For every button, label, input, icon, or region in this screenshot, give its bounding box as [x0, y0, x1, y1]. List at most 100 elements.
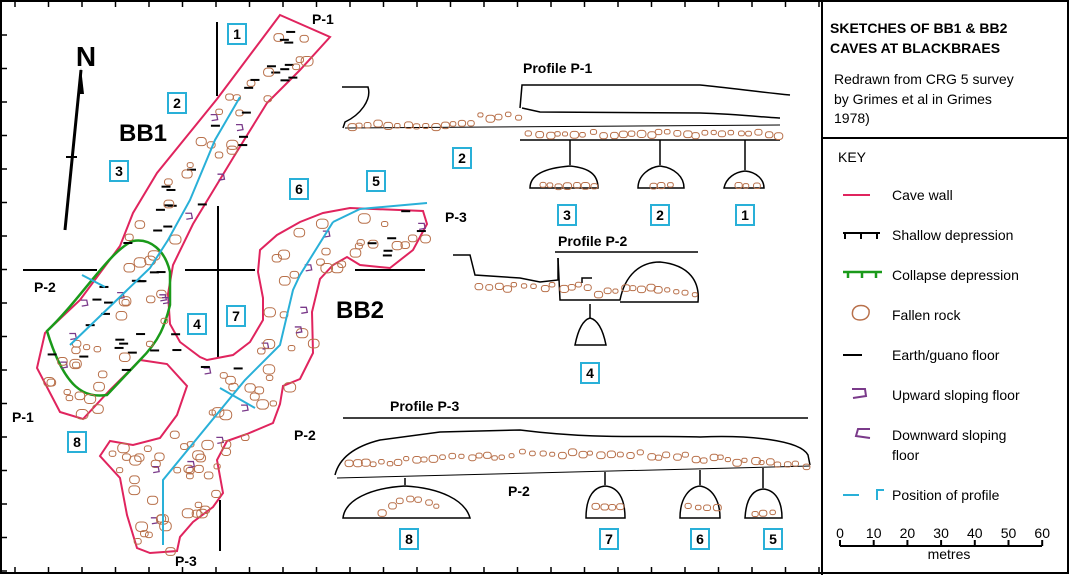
fallen-rock-icon — [143, 445, 152, 452]
fallen-rock-icon — [256, 399, 269, 410]
slope-hook-icon — [187, 460, 196, 469]
fallen-rock-icon — [134, 220, 146, 229]
fallen-rock-icon — [219, 409, 233, 421]
fallen-rock-icon — [117, 443, 130, 454]
fallen-rock-icon — [135, 521, 149, 532]
slope-hook-icon — [80, 299, 89, 307]
fallen-rock-icon — [737, 130, 745, 137]
fallen-rock-icon — [108, 450, 117, 457]
fallen-rock-icon — [764, 131, 774, 139]
fallen-rock-icon — [583, 284, 592, 291]
fallen-rock-icon — [225, 375, 236, 385]
p3-section-box: 6 — [690, 528, 710, 550]
fallen-rock-icon — [83, 344, 91, 351]
scale-tick-label: 0 — [836, 525, 844, 541]
fallen-rock-icon — [118, 352, 131, 363]
fallen-rock-icon — [203, 471, 214, 480]
fallen-rock-icon — [116, 467, 124, 474]
fallen-rock-icon — [599, 132, 608, 140]
profile-p3-p2-marker: P-2 — [508, 483, 530, 499]
fallen-rock-icon — [524, 130, 532, 137]
title-line-1: SKETCHES OF BB1 & BB2 — [830, 20, 1008, 36]
slope-hook-icon — [162, 297, 170, 305]
fallen-rock-icon — [183, 464, 194, 474]
fallen-rock-icon — [709, 453, 719, 462]
fallen-rock-icon — [420, 234, 431, 244]
fallen-rock-icon — [129, 475, 140, 485]
fallen-rock-icon — [579, 131, 586, 138]
slope-hook-icon — [210, 113, 219, 122]
fallen-rock-icon — [467, 120, 475, 127]
fallen-rock-icon — [289, 270, 300, 279]
fallen-rock-icon — [169, 234, 182, 245]
slope-hook-icon — [117, 291, 125, 300]
fallen-rock-icon — [618, 130, 629, 139]
cave-label-bb2: BB2 — [336, 297, 384, 324]
grid-lines — [23, 22, 425, 551]
section-box-label: 2 — [173, 95, 181, 111]
fallen-rock-icon — [477, 112, 484, 118]
profile-drawings — [334, 84, 811, 519]
fallen-rock-icon — [97, 370, 108, 379]
key-heading: KEY — [838, 149, 867, 165]
fallen-rock-icon — [683, 130, 693, 139]
fallen-rock-icon — [355, 122, 363, 129]
profile-p1-section-box: 2 — [452, 147, 472, 169]
fallen-rock-icon — [673, 289, 680, 295]
fallen-rock-icon — [191, 509, 202, 518]
slope-hook-icon — [241, 404, 249, 412]
fallen-rock-icon — [154, 452, 165, 462]
fallen-rock-icon — [363, 122, 372, 129]
fallen-rock-icon — [356, 239, 365, 246]
fallen-rock-icon — [539, 450, 547, 457]
fallen-rock-icon — [664, 287, 671, 293]
fallen-rock-icon — [269, 400, 278, 407]
p2-section-box: 4 — [580, 362, 600, 384]
profile-rock-symbols — [344, 111, 811, 518]
fallen-rock-icon — [569, 130, 580, 139]
fallen-rock-icon — [213, 463, 221, 470]
fallen-rock-icon — [386, 460, 394, 467]
fallen-rock-icon — [448, 452, 457, 460]
fallen-rock-icon — [851, 304, 870, 321]
fallen-rock-icon — [734, 182, 743, 189]
fallen-rock-icon — [352, 459, 363, 468]
fallen-rock-icon — [741, 457, 748, 463]
fallen-rock-icon — [474, 283, 484, 291]
fallen-rock-icon — [694, 504, 702, 511]
fallen-rock-icon — [681, 289, 689, 296]
credit-line-1: Redrawn from CRG 5 survey — [834, 71, 1014, 87]
fallen-rock-icon — [629, 285, 637, 292]
fallen-rock-icon — [684, 502, 692, 509]
fallen-rock-icon — [380, 220, 389, 228]
fallen-rock-icon — [603, 287, 612, 295]
fallen-rock-icon — [145, 340, 154, 348]
slope-hook-icon — [152, 465, 160, 474]
fallen-rock-icon — [244, 383, 256, 393]
fallen-rock-icon — [425, 499, 433, 506]
fallen-rock-icon — [539, 181, 547, 188]
fallen-rock-icon — [606, 450, 617, 459]
section-box-label: 4 — [586, 365, 594, 381]
fallen-rock-icon — [406, 495, 415, 503]
fallen-rock-icon — [510, 281, 518, 288]
map-section-box-4: 4 — [187, 313, 207, 335]
fallen-rock-icon — [589, 128, 598, 135]
fallen-rock-icon — [378, 458, 385, 465]
fallen-rock-icon — [529, 450, 536, 457]
fallen-rock-icon — [699, 457, 708, 464]
fallen-rock-icon — [246, 79, 256, 87]
fallen-rock-icon — [134, 453, 145, 462]
fallen-rock-icon — [262, 339, 276, 350]
section-box-label: 1 — [233, 26, 241, 42]
p1-section-box: 1 — [735, 204, 755, 226]
fallen-rock-icon — [745, 130, 752, 137]
fallen-rock-icon — [43, 377, 56, 387]
fallen-rock-icon — [330, 263, 344, 274]
fallen-rock-icon — [449, 121, 457, 127]
p3-section-box: 7 — [599, 528, 619, 550]
fallen-rock-icon — [159, 521, 172, 532]
